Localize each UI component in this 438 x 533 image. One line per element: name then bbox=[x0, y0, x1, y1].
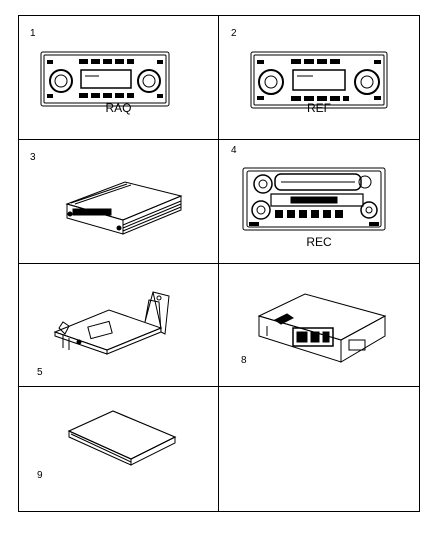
panel-3-amplifier-module: 3 bbox=[19, 139, 219, 264]
panel-empty bbox=[219, 387, 419, 511]
amplifier-module-drawing bbox=[61, 170, 187, 240]
panel-number: 3 bbox=[30, 151, 36, 163]
panel-1-raq-radio: 1 RAQ bbox=[19, 16, 219, 140]
control-module-drawing bbox=[253, 286, 393, 368]
raq-radio-faceplate-drawing bbox=[39, 50, 171, 108]
panel-9-pad: 9 bbox=[19, 387, 219, 511]
panel-label: REC bbox=[306, 234, 332, 249]
ref-radio-faceplate-drawing bbox=[249, 50, 389, 110]
pad-drawing bbox=[63, 407, 183, 479]
panel-label: RAQ bbox=[105, 101, 132, 115]
parts-diagram-grid: 1 RAQ 2 bbox=[18, 15, 420, 512]
panel-number: 4 bbox=[231, 144, 237, 156]
panel-number: 9 bbox=[37, 470, 43, 482]
panel-label: REF bbox=[307, 101, 331, 115]
panel-5-mounting-bracket: 5 bbox=[19, 263, 219, 388]
panel-number: 1 bbox=[30, 28, 36, 39]
panel-number: 2 bbox=[231, 28, 237, 39]
rec-radio-faceplate-drawing bbox=[241, 166, 387, 232]
panel-number: 8 bbox=[241, 354, 247, 366]
panel-4-rec-radio: 4 REC bbox=[219, 140, 419, 264]
panel-number: 5 bbox=[37, 366, 43, 378]
panel-2-ref-radio: 2 REF bbox=[219, 16, 419, 140]
mounting-bracket-drawing bbox=[49, 288, 189, 366]
panel-8-control-module: 8 bbox=[219, 264, 419, 388]
